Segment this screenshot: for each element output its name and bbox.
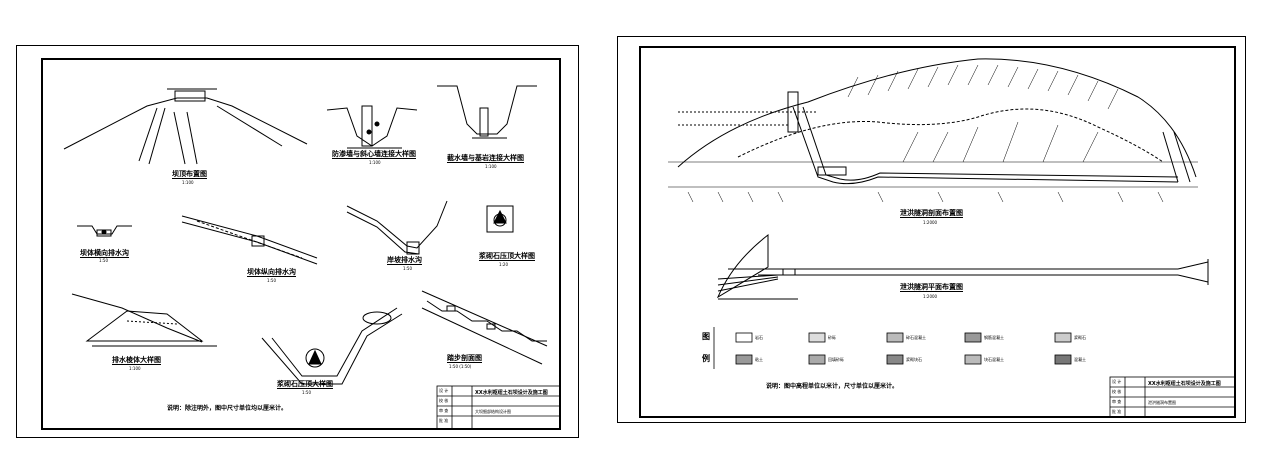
caption-bank-drain: 岸坡排水沟: [387, 256, 422, 265]
scale-tunnel-profile: 1:2000: [923, 220, 938, 225]
caption-tunnel-plan: 泄洪隧洞平面布置图: [900, 283, 963, 292]
dam-crest-drawing: [63, 88, 308, 165]
right-note: 说明：图中高程单位以米计，尺寸单位以厘米计。: [766, 383, 899, 390]
right-tb-row: 校 核: [1112, 389, 1122, 394]
left-sheet-linework: [41, 58, 561, 430]
scale-capping-large: 1:50: [302, 390, 311, 395]
left-title-project: XX水利枢纽土石坝设计及施工图: [475, 390, 548, 396]
scale-longitudinal-drain: 1:50: [267, 278, 276, 283]
scale-steps: 1:50 (1:50): [449, 364, 472, 369]
right-tb-row: 批 准: [1112, 409, 1122, 414]
legend-label: 碎石混凝土: [906, 335, 926, 340]
caption-capping-large: 浆砌石压顶大样图: [277, 380, 333, 389]
legend-label: 回填砂砾: [828, 357, 844, 362]
left-tb-row: 审 查: [439, 408, 449, 413]
caption-dam-crest: 坝顶布置图: [172, 170, 207, 179]
caption-cutoff-trench: 截水墙与基岩连接大样图: [447, 154, 524, 163]
legend-label: 块石混凝土: [984, 357, 1004, 362]
left-title-drawing: 大坝细部结构设计图: [475, 409, 511, 414]
legend-heading-2: 例: [702, 354, 710, 363]
right-title-block-lines: [1109, 376, 1236, 418]
scale-tunnel-plan: 1:2000: [923, 294, 938, 299]
scale-cutoff-trench: 1:100: [485, 164, 497, 169]
legend-label: 浆砌块石: [906, 357, 922, 362]
legend-label: 粘土: [755, 357, 763, 362]
caption-steps: 踏步剖面图: [447, 354, 482, 363]
caption-cutoff-wall: 防渗墙与斜心墙连接大样图: [332, 150, 416, 159]
legend-label: 混凝土: [1074, 357, 1086, 362]
legend-label: 钢筋混凝土: [984, 335, 1004, 340]
scale-bank-drain: 1:50: [403, 266, 412, 271]
caption-drain-prism: 排水棱体大样图: [112, 356, 161, 365]
left-note: 说明：除注明外，图中尺寸单位均以厘米计。: [167, 405, 288, 412]
right-tb-row: 设 计: [1112, 379, 1122, 384]
drawing-sheet-left: 坝顶布置图 1:100 防渗墙与斜心墙连接大样图 1:100 截水墙与基岩连接大…: [16, 45, 579, 438]
rock-hatching: [687, 64, 1164, 203]
left-tb-row: 设 计: [439, 388, 449, 393]
scale-capping-small: 1:20: [499, 262, 508, 267]
tunnel-profile-drawing: [668, 58, 1198, 188]
left-title-block-lines: [436, 385, 561, 430]
legend-label: 砂砾: [828, 335, 836, 340]
scale-cutoff-wall: 1:100: [369, 160, 381, 165]
legend-swatches: [713, 327, 1072, 369]
right-title-project: XX水利枢纽土石坝设计及施工图: [1148, 381, 1221, 387]
legend-label: 岩石: [755, 335, 763, 340]
left-tb-row: 校 核: [439, 398, 449, 403]
drawing-sheet-right: 泄洪隧洞剖面布置图 1:2000 泄洪隧洞平面布置图 1:2000 图 例 岩石…: [617, 36, 1246, 423]
left-tb-row: 批 准: [439, 418, 449, 423]
caption-capping-small: 浆砌石压顶大样图: [479, 252, 535, 261]
right-tb-row: 审 查: [1112, 399, 1122, 404]
tunnel-plan-drawing: [716, 233, 1209, 300]
scale-drain-prism: 1:100: [129, 366, 141, 371]
caption-tunnel-profile: 泄洪隧洞剖面布置图: [900, 209, 963, 218]
scale-transverse-drain: 1:50: [99, 258, 108, 263]
caption-transverse-drain: 坝体横向排水沟: [80, 249, 129, 258]
legend-label: 浆砌石: [1074, 335, 1086, 340]
caption-longitudinal-drain: 坝体纵向排水沟: [247, 268, 296, 277]
legend-heading-1: 图: [702, 332, 710, 341]
right-sheet-linework: [639, 46, 1236, 418]
right-title-drawing: 泄洪隧洞布置图: [1148, 400, 1176, 405]
scale-dam-crest: 1:100: [182, 180, 194, 185]
